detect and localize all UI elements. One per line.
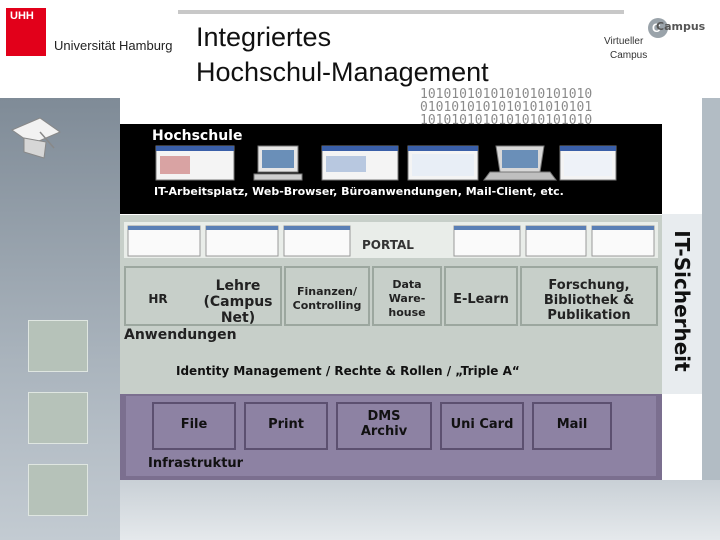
lehre-label: Lehre (Campus Net) <box>198 278 278 326</box>
desktop-computer-icon <box>253 145 303 181</box>
identity-management-label: Identity Management / Rechte & Rollen / … <box>176 364 520 378</box>
data-line-2: Ware- <box>388 292 426 305</box>
mail-label: Mail <box>556 417 588 432</box>
mail-box <box>532 402 612 450</box>
forschung-line-1: Forschung, <box>548 278 630 293</box>
lehre-line-1: Lehre <box>215 278 261 294</box>
vc-line-1: Virtueller <box>604 36 644 47</box>
uhh-logo-mark: UHH <box>6 8 46 56</box>
hr-lehre-box <box>124 266 282 326</box>
lehre-line-2: (Campus <box>203 294 273 310</box>
university-logo: UHH Universität Hamburg <box>6 8 173 56</box>
workstation-label: IT-Arbeitsplatz, Web-Browser, Büroanwend… <box>154 185 564 198</box>
browser-screenshot-icon <box>155 145 235 181</box>
graduation-cap-icon <box>10 117 62 159</box>
decor-square <box>28 392 88 444</box>
bottom-decor-band <box>120 480 720 540</box>
it-security-label: IT-Sicherheit <box>670 230 694 372</box>
anwendungen-label: Anwendungen <box>124 327 237 343</box>
dms-archiv-box <box>336 402 432 450</box>
portal-bar <box>124 222 658 258</box>
file-box <box>152 402 236 450</box>
portal-screenshots <box>127 225 655 257</box>
lehre-line-3: Net) <box>220 310 256 326</box>
header-rule <box>178 10 624 14</box>
spreadsheet-screenshot-icon <box>407 145 479 181</box>
title-line-1: Integriertes <box>196 22 332 52</box>
virtual-campus-logo: C <box>648 18 668 38</box>
portal-label: PORTAL <box>362 238 414 252</box>
print-label: Print <box>268 417 304 432</box>
infrastruktur-label: Infrastruktur <box>148 456 244 471</box>
file-label: File <box>180 417 208 432</box>
vc-logo-text: Campus <box>656 20 706 33</box>
data-warehouse-label: Data Ware- house <box>372 278 442 320</box>
data-warehouse-box <box>372 266 442 326</box>
dms-line-2: Archiv <box>360 424 408 439</box>
dms-line-1: DMS <box>367 409 401 424</box>
university-name: Universität Hamburg <box>54 38 173 53</box>
title-line-2: Hochschul-Management <box>196 57 489 87</box>
hr-label: HR <box>148 292 168 306</box>
finanzen-line-2: Controlling <box>292 299 362 312</box>
forschung-line-2: Bibliothek & <box>543 293 635 308</box>
left-decor-column <box>0 98 120 540</box>
decor-square <box>28 320 88 372</box>
finanzen-label: Finanzen/ Controlling <box>284 285 370 313</box>
right-decor-strip <box>702 98 720 480</box>
it-security-bar <box>662 214 702 394</box>
finanzen-box <box>284 266 370 326</box>
forschung-line-3: Publikation <box>547 308 631 323</box>
uni-card-label: Uni Card <box>450 417 514 432</box>
forschung-label: Forschung, Bibliothek & Publikation <box>520 278 658 323</box>
finanzen-line-1: Finanzen/ <box>296 285 358 298</box>
uni-card-box <box>440 402 524 450</box>
decor-square <box>28 464 88 516</box>
uhh-logo-text: UHH <box>10 10 34 22</box>
data-line-1: Data <box>392 278 422 291</box>
vc-line-2: Campus <box>610 50 648 61</box>
dms-archiv-label: DMS Archiv <box>336 409 432 439</box>
data-line-3: house <box>388 306 426 319</box>
svg-text:C: C <box>652 21 661 35</box>
office-app-screenshot-icon <box>321 145 399 181</box>
mail-client-screenshot-icon <box>559 145 617 181</box>
elearn-box <box>444 266 518 326</box>
laptop-icon <box>483 145 557 181</box>
workstation-icons <box>155 145 617 181</box>
print-box <box>244 402 328 450</box>
hochschule-label: Hochschule <box>152 128 243 144</box>
forschung-box <box>520 266 658 326</box>
elearn-label: E-Learn <box>453 292 509 307</box>
